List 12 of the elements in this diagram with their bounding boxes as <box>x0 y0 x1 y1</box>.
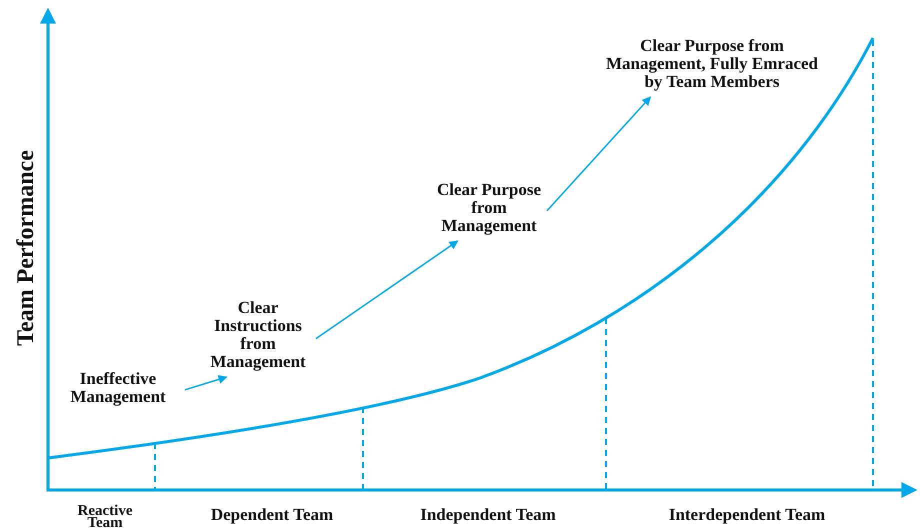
axis-label: Reactive Team <box>76 505 134 529</box>
annotation-text: Clear Instructions from Management <box>202 299 314 371</box>
annotation-text: Clear Purpose from Management <box>433 181 545 235</box>
arrow <box>316 240 458 340</box>
annotation-text: Clear Purpose from Management, Fully Emraced by Team Members <box>602 37 822 91</box>
annotation-text: Ineffective Management <box>53 370 183 406</box>
arrow <box>546 96 651 212</box>
axis-label: Dependent Team <box>210 506 334 524</box>
arrow <box>184 375 228 391</box>
axis-title: Team Performance <box>13 149 39 348</box>
axis-label: Independent Team <box>419 506 557 524</box>
axis-label: Interdependent Team <box>668 506 826 524</box>
